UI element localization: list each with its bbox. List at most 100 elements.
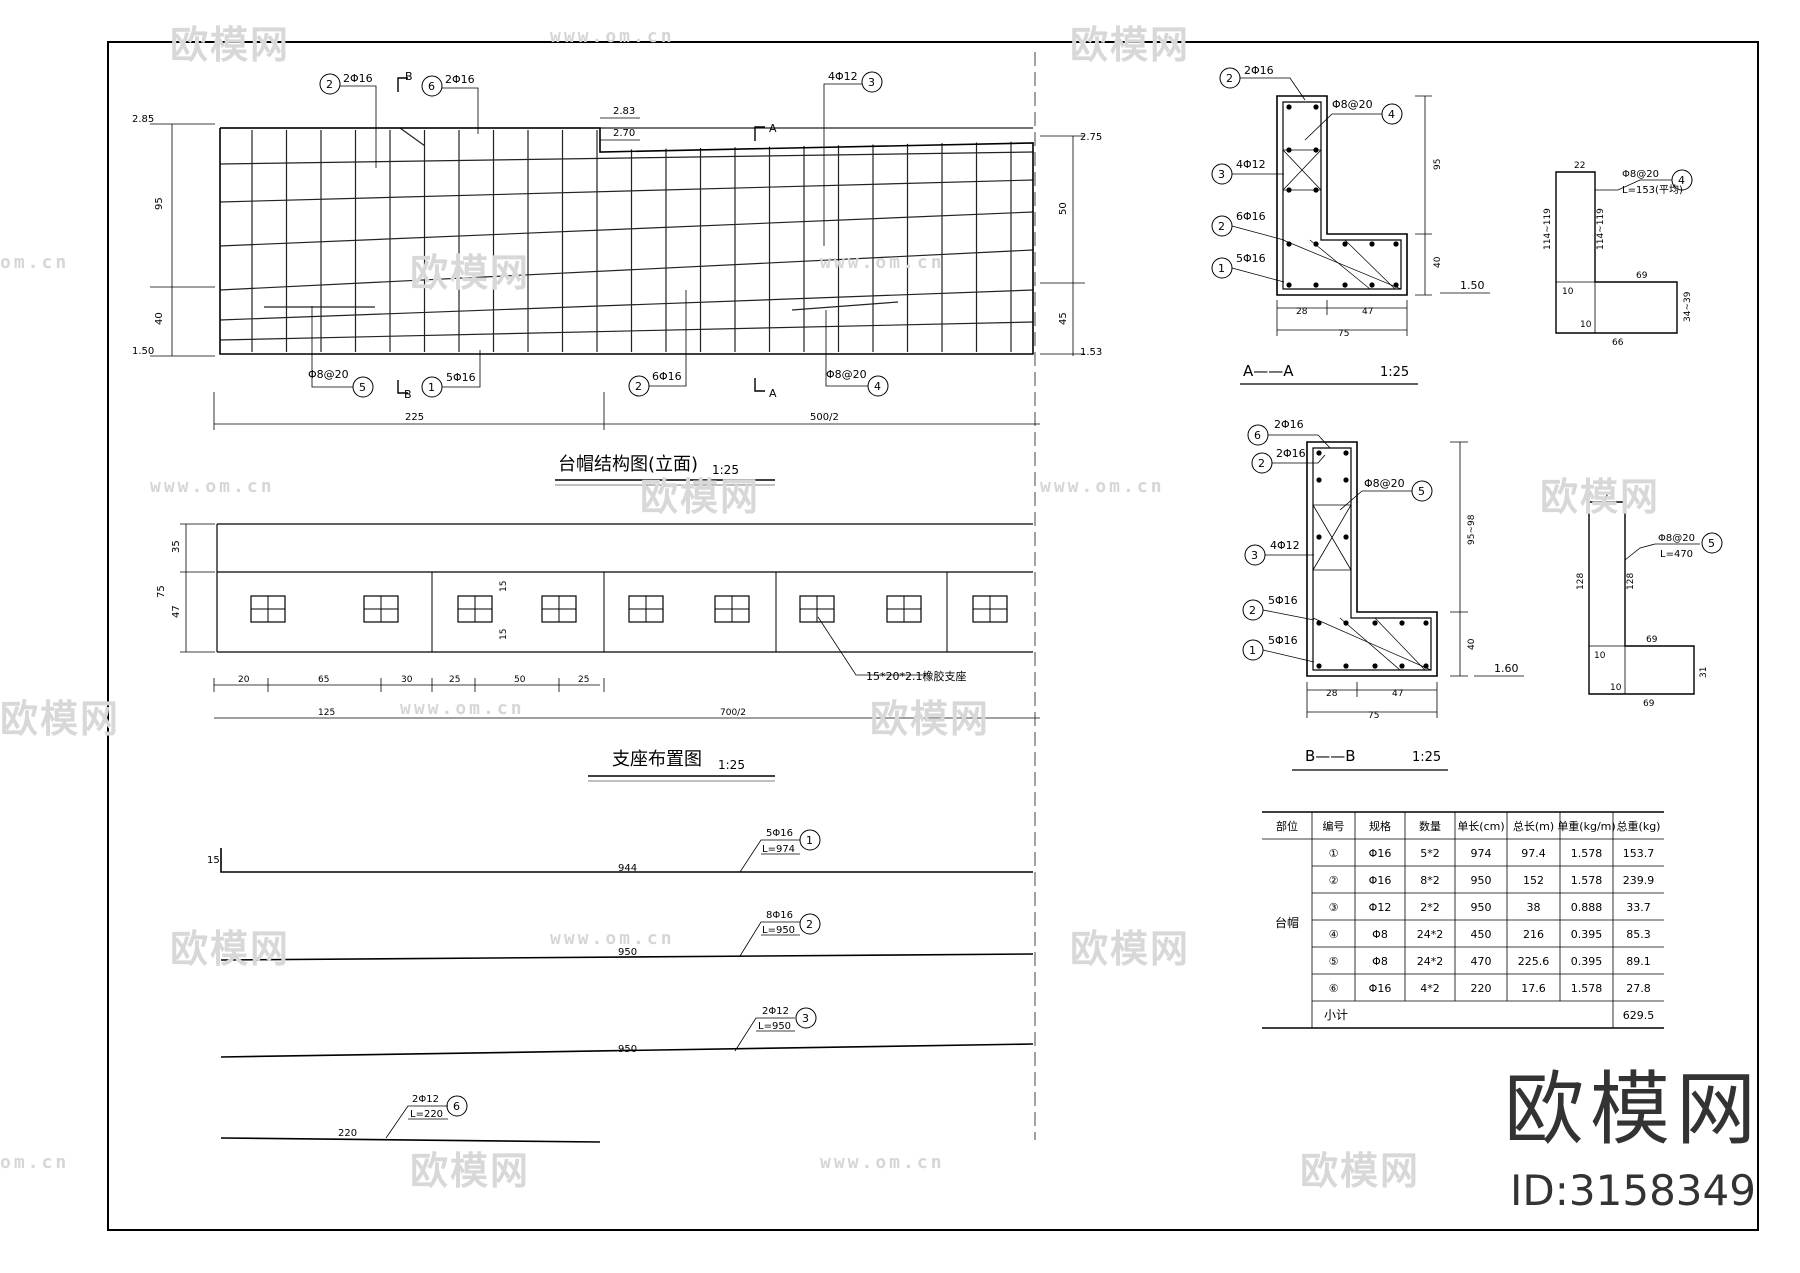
table-cell: 216	[1523, 928, 1544, 941]
bar-1-dim: 944	[618, 863, 637, 874]
rebar-dot	[1342, 282, 1348, 288]
table-cell: ②	[1329, 874, 1339, 887]
stirrup-4-dim-bottom: 66	[1612, 338, 1624, 348]
table-cell: 4*2	[1420, 982, 1440, 995]
svg-text:6Φ16: 6Φ16	[652, 370, 682, 383]
stirrup-5-len: L=470	[1660, 549, 1693, 560]
bar-6-mark: 2Φ12	[412, 1094, 439, 1105]
section-a-bars	[1286, 104, 1399, 288]
bar-detail	[399, 127, 426, 147]
sec-a-label-1: 2Φ16	[1244, 64, 1274, 77]
bearing-note: 15*20*2.1橡胶支座	[866, 669, 967, 683]
section-b: 6 2Φ16 2 2Φ16 5 Φ8@20 3 4Φ12 2 5Φ16 1 5Φ…	[1242, 418, 1723, 771]
sec-a-dim-vertical: 95	[1433, 159, 1443, 170]
sec-b-label-5: 5Φ16	[1268, 634, 1298, 647]
table-cell: Φ16	[1369, 847, 1392, 860]
bar-3-dim: 950	[618, 1044, 637, 1055]
table-header-cell: 编号	[1323, 819, 1345, 833]
table-cell: 97.4	[1521, 847, 1546, 860]
bearing-pads	[250, 595, 1008, 623]
table-cell: ③	[1329, 901, 1339, 914]
stirrup-5-dim-10a: 10	[1594, 651, 1606, 661]
level-right-bottom: 1.53	[1080, 347, 1102, 358]
rebar-dot	[1313, 104, 1319, 110]
elev-callout-2-top: 2 2Φ16	[319, 72, 377, 168]
bar-2-mark: 8Φ16	[766, 910, 793, 921]
rebar-dot	[1372, 663, 1378, 669]
rebar-dot	[1369, 282, 1375, 288]
svg-text:2: 2	[326, 78, 333, 91]
rebar-dot	[1343, 663, 1349, 669]
table-cell: 33.7	[1626, 901, 1651, 914]
rebar-dot	[1393, 241, 1399, 247]
rebar-dot	[1343, 477, 1349, 483]
table-cell: 225.6	[1518, 955, 1550, 968]
level-mid-2: 2.70	[613, 128, 635, 139]
cut-mark-a-bottom: A	[769, 387, 777, 400]
stirrup-4-dim-top: 22	[1574, 161, 1585, 171]
dim-right-lower: 45	[1058, 312, 1069, 325]
table-cell: 220	[1471, 982, 1492, 995]
stirrup-5-label: Φ8@20	[1658, 533, 1695, 544]
stirrup-5-dim-arm: 69	[1646, 635, 1658, 645]
dim-left-lower: 40	[154, 312, 165, 325]
table-cell: 1.578	[1571, 847, 1603, 860]
elevation-outline	[219, 127, 1034, 355]
sec-a-num-5: 1	[1218, 262, 1225, 275]
rebar-dot	[1313, 187, 1319, 193]
bar-3-len: L=950	[758, 1021, 791, 1032]
elevation-rebar-grid	[219, 127, 1034, 352]
rebar-dot	[1286, 282, 1292, 288]
bar-3-num: 3	[802, 1012, 809, 1025]
rebar-dot	[1316, 663, 1322, 669]
bar-3-mark: 2Φ12	[762, 1006, 789, 1017]
section-a-title: A——A	[1243, 362, 1294, 380]
rebar-dot	[1313, 282, 1319, 288]
bearing-total-dim-2: 700/2	[720, 708, 746, 718]
stirrup-4-len: L=153(平均)	[1622, 184, 1683, 196]
sec-b-dim-1: 28	[1326, 689, 1338, 699]
table-cell: 0.888	[1571, 901, 1603, 914]
stirrup-5-dim-10b: 10	[1610, 683, 1622, 693]
bearing-dim-bottom: 47	[171, 605, 182, 618]
elev-callout-2-bottom: 2 6Φ16	[628, 290, 687, 397]
table-cell: 27.8	[1626, 982, 1651, 995]
table-subtotal-value: 629.5	[1623, 1009, 1655, 1022]
sec-b-num-2: 2	[1258, 457, 1265, 470]
sec-b-num-5: 1	[1249, 644, 1256, 657]
section-a-outline	[1276, 95, 1408, 296]
bearing-pad	[541, 595, 577, 623]
rebar-dot	[1286, 187, 1292, 193]
table-header-cell: 单重(kg/m)	[1557, 819, 1615, 833]
stirrup-4-dim-arm: 69	[1636, 271, 1648, 281]
bar-shape-1	[220, 848, 1033, 873]
table-cell: 2*2	[1420, 901, 1440, 914]
rebar-dot	[1343, 450, 1349, 456]
table-cell: Φ16	[1369, 982, 1392, 995]
table-header-cell: 总重(kg)	[1617, 819, 1661, 833]
rebar-dot	[1343, 620, 1349, 626]
svg-text:2Φ16: 2Φ16	[445, 73, 475, 86]
rebar-dot	[1316, 534, 1322, 540]
bearing-row-dim-2: 65	[318, 675, 329, 685]
bar-shape-2	[220, 953, 1034, 961]
bar-detail	[791, 301, 899, 311]
rebar-dot	[1399, 663, 1405, 669]
sec-b-dim-3: 75	[1368, 711, 1379, 721]
table-cell: 950	[1471, 901, 1492, 914]
longitudinal-bar	[219, 289, 1034, 321]
table-header-cell: 部位	[1276, 819, 1298, 833]
bearing-dim-total: 75	[156, 585, 167, 598]
table-cell: Φ8	[1372, 955, 1388, 968]
bearing-title: 支座布置图	[612, 749, 702, 770]
elev-callout-3: 3 4Φ12	[823, 70, 883, 246]
sec-b-circle-num: 5	[1418, 485, 1425, 498]
section-b-bars	[1316, 450, 1429, 669]
bearing-pad	[714, 595, 750, 623]
sec-b-num-1: 6	[1254, 429, 1261, 442]
stirrup-4-dim-left: 114~119	[1543, 208, 1553, 250]
table-cell: 152	[1523, 874, 1544, 887]
table-cell: ①	[1329, 847, 1339, 860]
elev-callout-1: 1 5Φ16	[421, 350, 481, 398]
